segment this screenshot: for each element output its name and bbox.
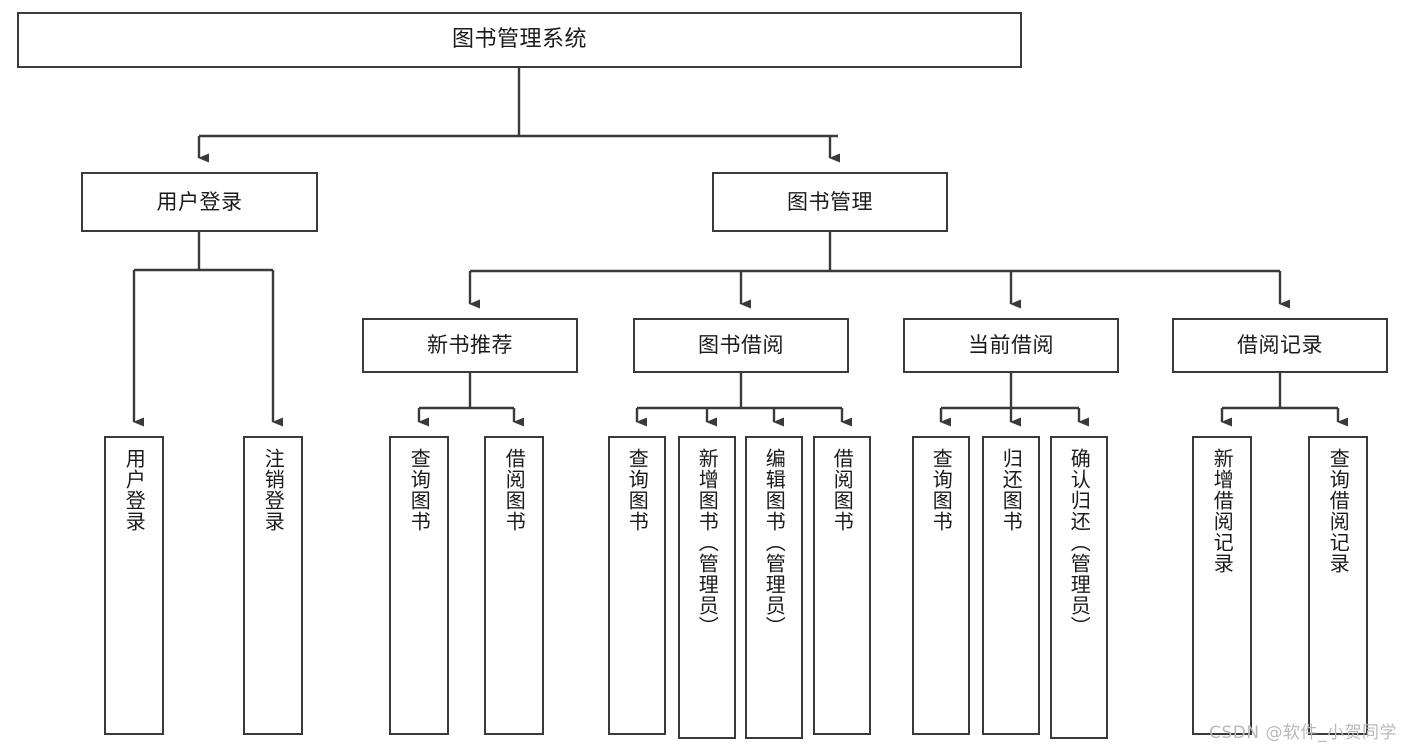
node-user-login-label: 用户登录 xyxy=(156,189,243,214)
leaf-borrow-book-label: 借阅图书 xyxy=(830,448,855,532)
leaf-query-book-recommend-label: 查询图书 xyxy=(407,448,432,532)
leaf-query-book-borrow[interactable]: 查询图书 xyxy=(608,436,666,735)
leaf-return-book-label: 归还图书 xyxy=(999,448,1024,532)
leaf-user-login[interactable]: 用户登录 xyxy=(104,436,164,735)
node-book-borrow[interactable]: 图书借阅 xyxy=(633,318,849,373)
leaf-query-book-current-label: 查询图书 xyxy=(929,448,954,532)
node-new-book-recommend-label: 新书推荐 xyxy=(427,333,513,357)
leaf-return-book[interactable]: 归还图书 xyxy=(982,436,1040,735)
leaf-confirm-return-admin[interactable]: 确认归还（管理员） xyxy=(1050,436,1108,739)
leaf-add-borrow-record[interactable]: 新增借阅记录 xyxy=(1192,436,1252,735)
csdn-watermark: CSDN @软件_小贺同学 xyxy=(1209,723,1397,743)
node-current-borrow-label: 当前借阅 xyxy=(968,333,1054,357)
leaf-add-borrow-record-label: 新增借阅记录 xyxy=(1210,448,1235,574)
leaf-query-borrow-record[interactable]: 查询借阅记录 xyxy=(1308,436,1368,735)
leaf-borrow-book[interactable]: 借阅图书 xyxy=(813,436,871,735)
node-user-login[interactable]: 用户登录 xyxy=(81,172,318,232)
node-borrow-record[interactable]: 借阅记录 xyxy=(1172,318,1388,373)
node-book-management-label: 图书管理 xyxy=(787,189,873,214)
node-current-borrow[interactable]: 当前借阅 xyxy=(903,318,1119,373)
leaf-add-book-admin-label: 新增图书（管理员） xyxy=(695,448,720,637)
leaf-edit-book-admin-label: 编辑图书（管理员） xyxy=(762,448,787,637)
leaf-add-book-admin[interactable]: 新增图书（管理员） xyxy=(678,436,736,739)
leaf-query-book-current[interactable]: 查询图书 xyxy=(912,436,970,735)
node-root[interactable]: 图书管理系统 xyxy=(17,12,1022,68)
leaf-logout-label: 注销登录 xyxy=(261,448,286,532)
leaf-borrow-book-recommend[interactable]: 借阅图书 xyxy=(484,436,544,735)
leaf-borrow-book-recommend-label: 借阅图书 xyxy=(502,448,527,532)
node-book-management[interactable]: 图书管理 xyxy=(712,172,948,232)
leaf-query-book-borrow-label: 查询图书 xyxy=(625,448,650,532)
leaf-user-login-label: 用户登录 xyxy=(122,448,147,532)
node-borrow-record-label: 借阅记录 xyxy=(1237,333,1323,357)
leaf-logout[interactable]: 注销登录 xyxy=(243,436,303,735)
leaf-query-book-recommend[interactable]: 查询图书 xyxy=(389,436,449,735)
node-new-book-recommend[interactable]: 新书推荐 xyxy=(362,318,578,373)
leaf-query-borrow-record-label: 查询借阅记录 xyxy=(1326,448,1351,574)
leaf-edit-book-admin[interactable]: 编辑图书（管理员） xyxy=(745,436,803,739)
node-root-label: 图书管理系统 xyxy=(451,27,587,52)
leaf-confirm-return-admin-label: 确认归还（管理员） xyxy=(1067,448,1092,637)
node-book-borrow-label: 图书借阅 xyxy=(698,333,784,357)
